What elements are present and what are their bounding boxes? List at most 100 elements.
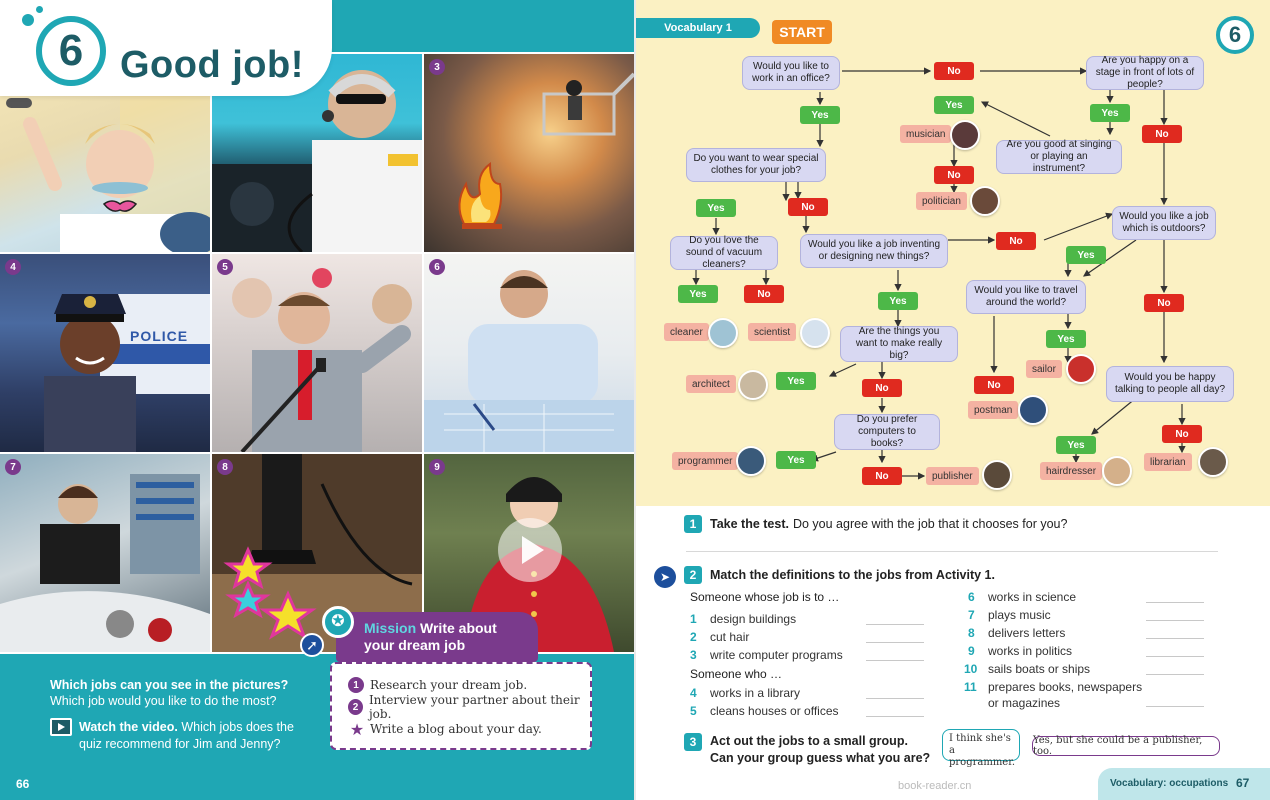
answer-no: No	[1162, 425, 1202, 443]
definition-item-continued: or magazines	[988, 696, 1060, 710]
job-programmer: programmer	[672, 452, 739, 470]
answer-yes: Yes	[776, 372, 816, 390]
vocabulary-tab: Vocabulary 1	[636, 18, 760, 38]
answer-yes: Yes	[776, 451, 816, 469]
step-text: Write a blog about your day.	[370, 722, 542, 736]
definition-text: cut hair	[710, 630, 750, 644]
pilot-illustration	[212, 70, 422, 252]
activity-3-line-2: Can your group guess what you are?	[710, 751, 931, 765]
photo-police-officer[interactable]: 4 POLICE	[0, 254, 210, 452]
definition-text: write computer programs	[710, 648, 843, 662]
answer-yes: Yes	[1066, 246, 1106, 264]
speech-bubble-1: I think she's a programmer.	[942, 729, 1020, 768]
discussion-questions: Which jobs can you see in the pictures? …	[50, 677, 320, 709]
answer-yes: Yes	[1046, 330, 1086, 348]
sailor-avatar	[1066, 354, 1096, 384]
answer-no: No	[862, 467, 902, 485]
photo-mechanic[interactable]: 7	[0, 454, 210, 652]
cursor-arrow-icon[interactable]: ➤	[654, 566, 676, 588]
mission-panel: ✪ Mission Write about your dream job 1 R…	[322, 606, 592, 782]
definition-number: 8	[968, 626, 975, 640]
mission-step: ★ Write a blog about your day.	[348, 718, 590, 740]
mission-title: Write about your dream job	[364, 620, 497, 653]
hairdresser-avatar	[1102, 456, 1132, 486]
answer-no: No	[744, 285, 784, 303]
definition-number: 3	[690, 648, 697, 662]
definition-number: 4	[690, 686, 697, 700]
photo-number: 6	[429, 259, 445, 275]
answer-no: No	[1144, 294, 1184, 312]
photo-architect[interactable]: 6	[424, 254, 634, 452]
mission-header: Mission Write about your dream job	[336, 612, 538, 662]
footer-label: Vocabulary: occupations	[1110, 778, 1229, 789]
unit-number: 6	[36, 16, 106, 86]
answer-no: No	[934, 62, 974, 80]
mission-step: 2 Interview your partner about their job…	[348, 693, 590, 721]
answer-no: No	[1142, 125, 1182, 143]
mission-star-icon: ✪	[322, 606, 354, 638]
job-musician: musician	[900, 125, 952, 143]
go-arrow-icon[interactable]: ➚	[300, 633, 324, 657]
definition-number: 1	[690, 612, 697, 626]
answer-no: No	[996, 232, 1036, 250]
activity-2: 2 Match the definitions to the jobs from…	[684, 566, 999, 584]
photo-politician[interactable]: 5	[212, 254, 422, 452]
job-hairdresser: hairdresser	[1040, 462, 1103, 480]
mission-step: 1 Research your dream job.	[348, 674, 590, 696]
answer-line	[1146, 706, 1204, 707]
answer-line	[1146, 656, 1204, 657]
definition-number: 2	[690, 630, 697, 644]
definition-text: works in science	[988, 590, 1077, 604]
definition-item: 8 delivers letters	[968, 626, 1065, 640]
definition-number: 10	[964, 662, 978, 676]
unit-number-badge: 6	[1216, 16, 1254, 54]
question-computers: Do you prefer computers to books?	[834, 414, 940, 450]
answer-line	[1146, 638, 1204, 639]
police-officer-illustration	[44, 294, 210, 452]
programmer-avatar	[736, 446, 766, 476]
question-special-clothes: Do you want to wear special clothes for …	[686, 148, 826, 182]
definition-heading-2: Someone who …	[690, 667, 783, 681]
photo-number: 3	[429, 59, 445, 75]
job-sailor: sailor	[1026, 360, 1062, 378]
question-big-things: Are the things you want to make really b…	[840, 326, 958, 362]
photo-firefighter[interactable]: 3	[424, 54, 634, 252]
photo-number: 8	[217, 459, 233, 475]
definition-text: delivers letters	[988, 626, 1066, 640]
play-video-button[interactable]	[498, 518, 562, 582]
answer-line	[866, 660, 924, 661]
musician-avatar	[950, 120, 980, 150]
watch-video-instruction: Watch the video. Which jobs does the qui…	[79, 719, 319, 753]
answer-line	[866, 642, 924, 643]
definition-text: prepares books, newspapers	[988, 680, 1143, 694]
definition-number: 5	[690, 704, 697, 718]
video-icon[interactable]	[50, 718, 72, 736]
answer-yes: Yes	[1090, 104, 1130, 122]
activity-number: 2	[684, 566, 702, 584]
police-car-text: POLICE	[130, 328, 189, 344]
job-architect: architect	[686, 375, 736, 393]
activity-1: 1 Take the test. Do you agree with the j…	[684, 515, 1067, 533]
page-number-left: 66	[16, 777, 30, 791]
answer-line	[1146, 602, 1204, 603]
photo-pilot[interactable]: 2	[212, 54, 422, 252]
job-librarian: librarian	[1144, 453, 1192, 471]
answer-yes: Yes	[934, 96, 974, 114]
activity-3: 3 Act out the jobs to a small group. Can…	[684, 733, 934, 767]
left-page: 6 Good job! 1 2	[0, 0, 634, 800]
star-icon: ★	[349, 719, 365, 739]
architect-avatar	[738, 370, 768, 400]
page-number-right: 67	[1236, 776, 1250, 790]
job-cleaner: cleaner	[664, 323, 709, 341]
answer-yes: Yes	[878, 292, 918, 310]
politician-illustration	[232, 268, 412, 452]
question-travel: Would you like to travel around the worl…	[966, 280, 1086, 314]
definition-item: 2 cut hair	[690, 630, 749, 644]
definition-text: design buildings	[710, 612, 797, 626]
answer-yes: Yes	[696, 199, 736, 217]
definition-item: 1 design buildings	[690, 612, 796, 626]
